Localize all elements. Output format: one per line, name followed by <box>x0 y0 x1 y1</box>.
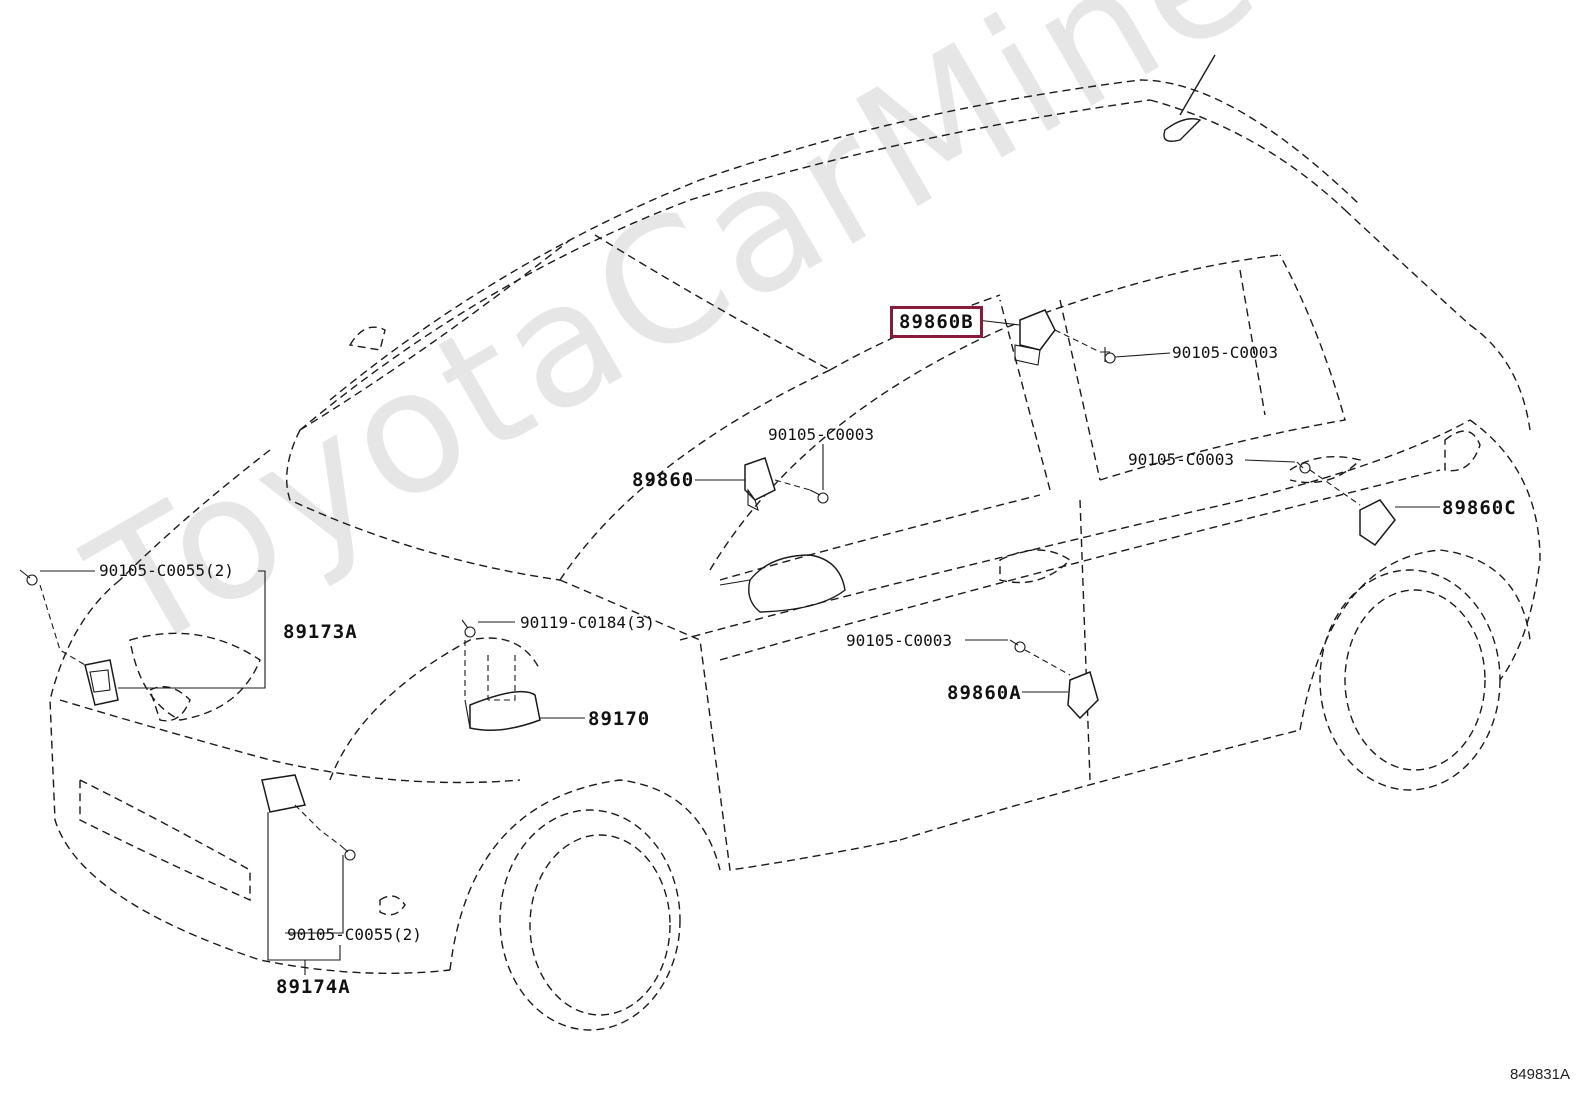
body-side <box>559 324 1541 871</box>
sensor-89860A-part <box>1067 670 1099 720</box>
rear-wheel <box>1299 549 1531 791</box>
sensor-89174A-part <box>261 774 306 813</box>
bolt-icons <box>19 347 1311 861</box>
callout-89860B[interactable]: 89860B <box>890 306 983 338</box>
callout-90105-C0003-right[interactable]: 90105-C0003 <box>1128 450 1234 469</box>
callout-89860A[interactable]: 89860A <box>947 682 1022 704</box>
callout-90119-C0184[interactable]: 90119-C0184(3) <box>520 613 655 632</box>
callout-90105-C0003-upper-right[interactable]: 90105-C0003 <box>1172 343 1278 362</box>
leader-lines <box>39 319 1440 975</box>
hood-windshield <box>119 239 1001 581</box>
callout-90105-C0003-mid[interactable]: 90105-C0003 <box>768 425 874 444</box>
sensor-89860B-part <box>1014 309 1056 366</box>
sensor-89860C-part <box>1359 499 1396 547</box>
callout-90105-C0003-lower[interactable]: 90105-C0003 <box>846 631 952 650</box>
front-wheel <box>449 779 721 1031</box>
antenna <box>1163 54 1216 142</box>
side-mirror <box>719 554 846 613</box>
callout-89860[interactable]: 89860 <box>632 469 695 491</box>
figure-number: 849831A <box>1509 1066 1570 1083</box>
callout-90105-C0055-upper[interactable]: 90105-C0055(2) <box>99 561 234 580</box>
sensor-89860-part <box>744 457 776 512</box>
callout-89860C[interactable]: 89860C <box>1442 497 1517 519</box>
sensor-89173A-part <box>84 659 119 706</box>
callout-90105-C0055-lower[interactable]: 90105-C0055(2) <box>287 925 422 944</box>
callout-89173A[interactable]: 89173A <box>283 621 358 643</box>
airbag-ecu-89170-part <box>464 690 541 731</box>
callout-89174A[interactable]: 89174A <box>276 976 351 998</box>
callout-89170[interactable]: 89170 <box>588 708 651 730</box>
side-windows <box>709 254 1346 581</box>
front-fascia <box>49 579 541 975</box>
roof-outline <box>299 79 1471 431</box>
